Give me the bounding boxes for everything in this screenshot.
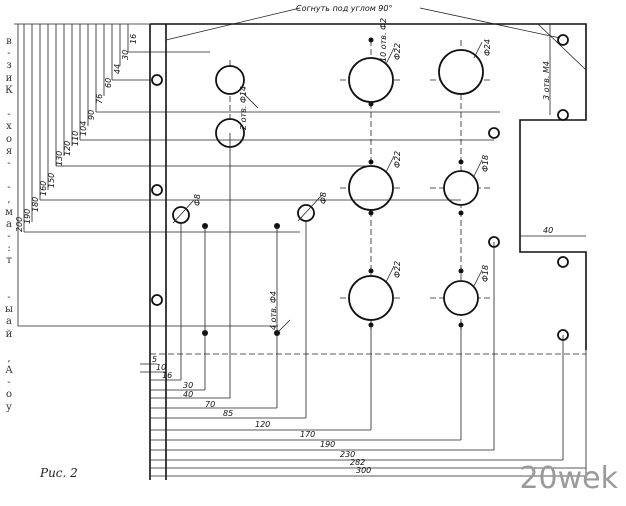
margin-letter: а [6, 218, 12, 230]
margin-letter: ы [5, 304, 13, 316]
margin-letter: К [5, 84, 13, 96]
margin-letter: з [6, 60, 12, 72]
margin-letter [2, 170, 16, 182]
watermark: 20wek [519, 461, 618, 496]
label-hole-22-top: Ф22 [393, 43, 402, 60]
hole-22-mid [348, 165, 394, 211]
threaded-hole-left-2 [151, 184, 163, 196]
margin-letter: х [6, 121, 12, 133]
hole-18-mid [443, 170, 479, 206]
horizontal-dimension-lines [140, 133, 587, 477]
label-hole-18-mid: Ф18 [481, 155, 490, 172]
margin-letter: - [7, 377, 11, 389]
margin-letter: о [5, 389, 13, 401]
vdim-110: 110 [71, 131, 80, 146]
margin-letter: о [5, 133, 13, 145]
vdim-150: 150 [47, 173, 56, 188]
threaded-hole-right-2 [557, 109, 569, 121]
margin-letter [2, 341, 16, 353]
margin-letter: - [7, 182, 11, 194]
leader-lines [165, 7, 561, 334]
vdim-160: 160 [39, 181, 48, 196]
vdim-200: 200 [15, 217, 24, 232]
hole-22-bottom [348, 275, 394, 321]
part-outline [149, 23, 587, 480]
hdim-282: 282 [350, 458, 365, 467]
figure-caption: Рис. 2 [40, 466, 78, 480]
vdim-30: 30 [121, 50, 130, 60]
margin-letter: а [6, 316, 12, 328]
label-hole-8-left: Ф8 [193, 194, 202, 206]
label-hole-22-mid: Ф22 [393, 151, 402, 168]
hole-24 [438, 49, 484, 95]
hdim-120: 120 [255, 420, 270, 429]
hdim-10: 10 [156, 363, 166, 372]
hdim-5: 5 [152, 355, 157, 364]
hole-18-bottom [443, 280, 479, 316]
vdim-180: 180 [31, 197, 40, 212]
hdim-85: 85 [223, 409, 233, 418]
margin-letter: : [7, 243, 11, 255]
margin-letter: м [5, 206, 13, 218]
margin-letter [2, 280, 16, 292]
vdim-120: 120 [63, 141, 72, 156]
label-hole-24: Ф24 [483, 39, 492, 56]
hdim-30: 30 [183, 381, 193, 390]
holes [151, 34, 569, 341]
margin-letter: - [7, 231, 11, 242]
note-bend: Согнуть под углом 90° [296, 4, 392, 13]
hdim-40: 40 [183, 390, 193, 399]
hdim-170: 170 [300, 430, 315, 439]
hdim-16: 16 [162, 371, 172, 380]
margin-letter: , [7, 352, 11, 364]
vdim-44: 44 [113, 64, 122, 74]
margin-letter: и [5, 72, 13, 84]
margin-letter: т [6, 255, 12, 267]
margin-letter: - [7, 48, 11, 60]
vdim-76: 76 [95, 94, 104, 104]
threaded-hole-left-3 [151, 294, 163, 306]
label-10-holes-2: 10 отв. Ф2 [379, 18, 388, 62]
hdim-190: 190 [320, 440, 335, 449]
vdim-60: 60 [104, 78, 113, 88]
threaded-hole-left-1 [151, 74, 163, 86]
labels: Согнуть под углом 90° 16 30 44 60 76 90 … [15, 4, 553, 475]
margin-letter: - [7, 157, 11, 169]
margin-letter: в [6, 36, 12, 47]
hole-14-top [215, 65, 245, 95]
right-dim-40: 40 [543, 226, 553, 235]
vdim-104: 104 [79, 121, 88, 136]
hdim-230: 230 [340, 450, 355, 459]
threaded-hole-right-3 [557, 256, 569, 268]
label-3-holes-m4: 3 отв. М4 [542, 61, 551, 100]
margin-letter: у [6, 401, 12, 413]
margin-letter: - [7, 109, 11, 121]
margin-letter: я [5, 145, 13, 157]
vdim-190: 190 [23, 209, 32, 224]
margin-letter [2, 268, 16, 280]
margin-letter [2, 97, 16, 109]
margin-letter: - [7, 291, 11, 303]
threaded-hole-side-1 [488, 127, 500, 139]
margin-letter: й [5, 328, 13, 340]
vdim-130: 130 [55, 151, 64, 166]
vdim-90: 90 [87, 110, 96, 120]
label-4-holes-4: 4 отв. Ф4 [269, 291, 278, 330]
hole-22-top [348, 57, 394, 103]
hdim-300: 300 [356, 466, 371, 475]
vertical-dimension-lines [14, 23, 500, 327]
label-hole-18-bottom: Ф18 [481, 265, 490, 282]
margin-letter: А [5, 365, 13, 377]
hdim-70: 70 [205, 400, 215, 409]
vdim-16: 16 [129, 34, 138, 44]
threaded-hole-right-1 [557, 34, 569, 46]
label-hole-8-right: Ф8 [319, 192, 328, 204]
label-hole-22-bottom: Ф22 [393, 261, 402, 278]
margin-letter: , [7, 194, 11, 206]
label-2-holes-14: 2 отв. Ф14 [239, 86, 248, 130]
